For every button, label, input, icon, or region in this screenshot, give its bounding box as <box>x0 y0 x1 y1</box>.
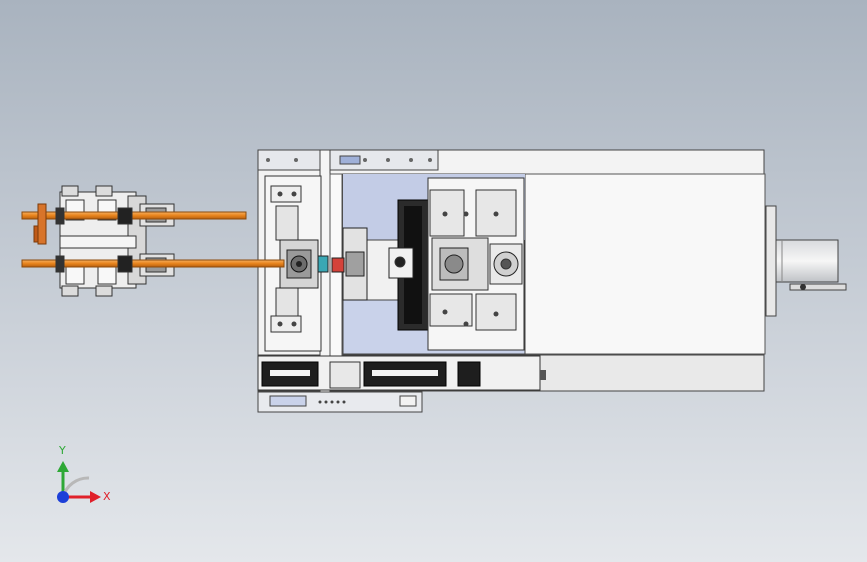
x-axis-head <box>90 491 101 503</box>
x-axis-label: X <box>103 490 111 503</box>
y-axis-label: Y <box>58 444 66 457</box>
z-axis-dot <box>57 491 69 503</box>
coordinate-triad: Y X <box>57 444 111 503</box>
rod-lower <box>21 259 285 268</box>
housing-panel <box>524 173 766 355</box>
y-axis-head <box>57 461 69 472</box>
machine-assembly <box>257 149 847 413</box>
rod-upper <box>21 211 247 220</box>
motor-flange <box>765 205 777 317</box>
rod-feeder-assembly <box>21 185 285 297</box>
servo-motor <box>775 239 839 283</box>
